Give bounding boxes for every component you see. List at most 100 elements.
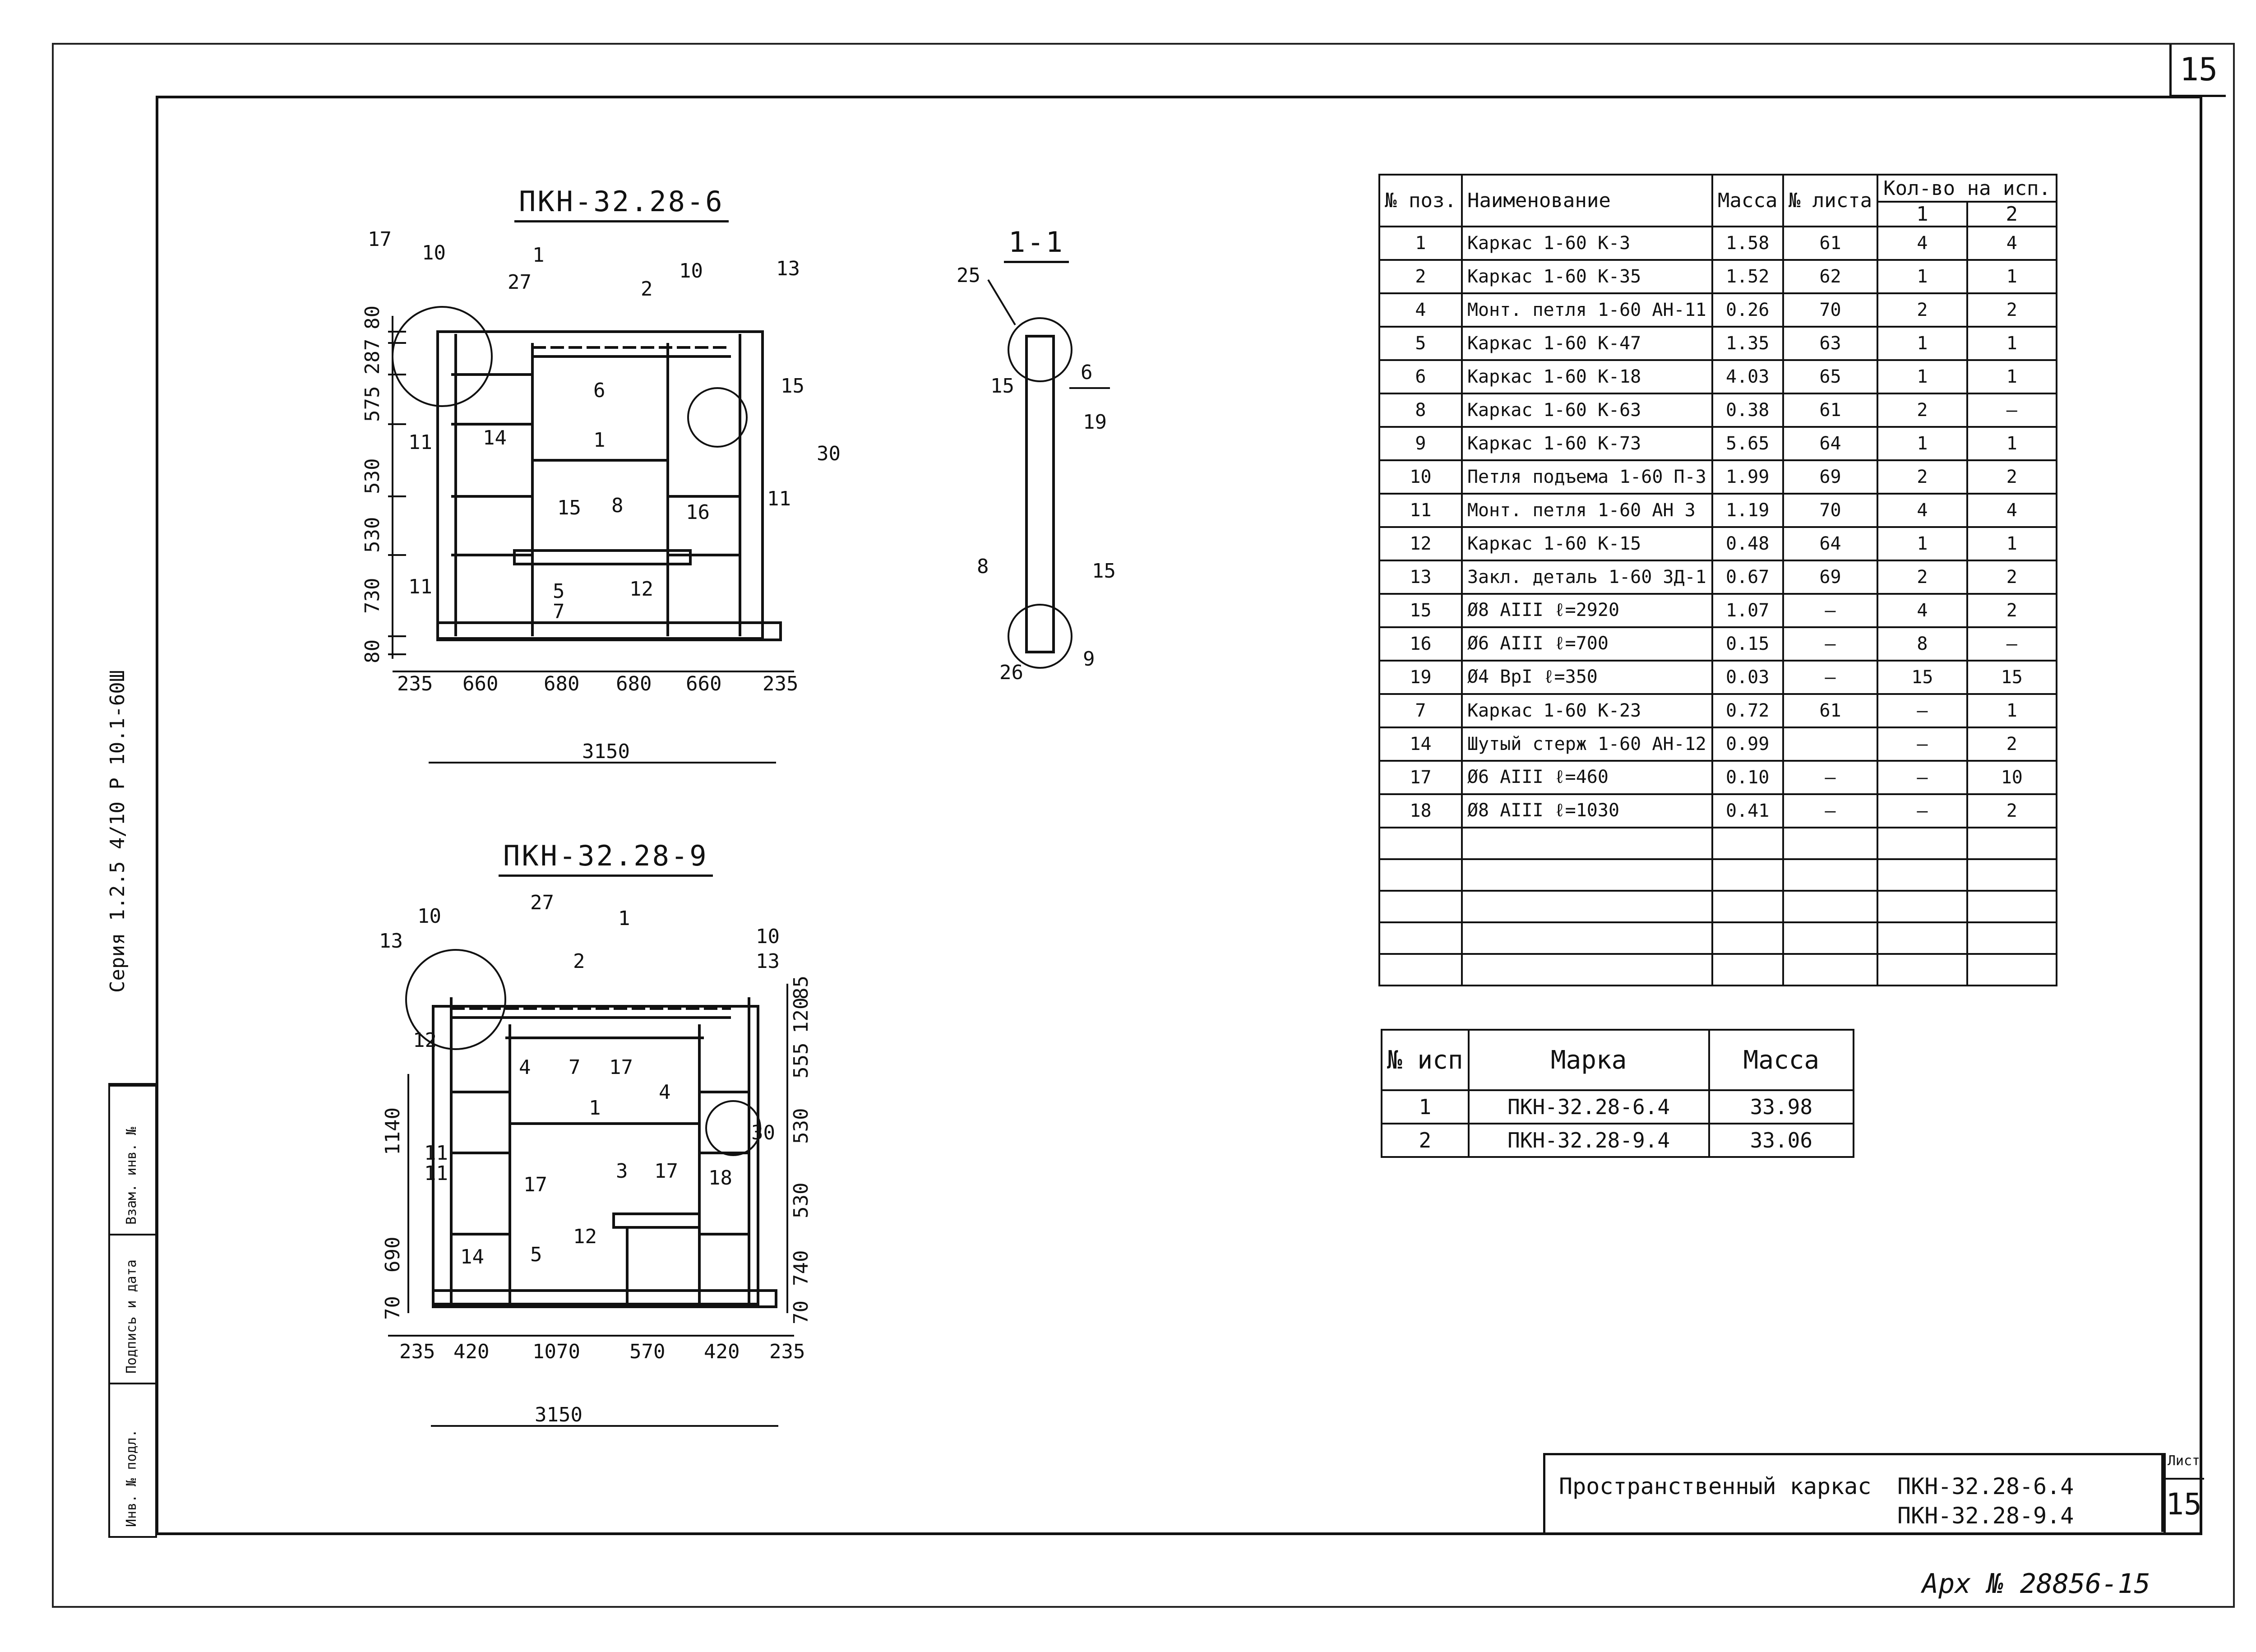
d2-callout: 10 [417,905,441,928]
d2-callout: 5 [530,1243,542,1266]
d1-dim-v-5: 730 [361,578,384,614]
section-callout: 6 [1081,361,1093,384]
drawing1-dim-labels: 235 660 680 680 660 235 3150 80 287 575 … [361,244,798,763]
drawing1-dims [388,316,794,764]
header-qty-1: 1 [1877,201,1968,227]
d1-callout: 2 [641,278,653,301]
d2-dim-v-left-2: 70 [381,1296,404,1320]
d2-callout: 11 [424,1162,448,1185]
d1-dim-h-1: 660 [462,672,498,695]
d1-callout: 5 [553,580,565,603]
d1-callout: 14 [483,426,507,449]
d2-dim-v-right-1: 120 [790,998,813,1033]
section-callout: 15 [990,375,1014,398]
d1-callout: 8 [611,494,624,517]
drawing1-callouts: 17 10 27 2 10 13 15 30 11 14 16 11 15 8 … [368,228,841,623]
d2-callout: 17 [609,1056,633,1079]
d1-dim-h-0: 235 [397,672,433,695]
d1-dim-h-2: 680 [544,672,579,695]
d1-section-mark: 1 [532,244,545,267]
d2-total-width: 3150 [535,1403,582,1426]
d1-dim-v-1: 287 [361,339,384,375]
d2-callout: 10 [756,925,780,948]
header-mass: Масса [1711,174,1784,227]
outer-frame [52,43,2235,1608]
title-block: Пространственный каркас ПКН-32.28-6.4 ПК… [1543,1453,2166,1534]
table-row-empty [1378,858,2058,892]
d2-dim-h-2: 1070 [532,1340,580,1363]
d2-callout: 4 [519,1056,531,1079]
d2-callout: 27 [530,891,554,914]
d2-callout: 12 [573,1225,597,1248]
d2-dim-v-left-0: 1140 [381,1107,404,1155]
title-block-line2: ПКН-32.28-9.4 [1897,1503,2074,1529]
drawing2-dims [388,984,794,1427]
section-callout: 9 [1083,648,1095,671]
section-callout: 26 [999,661,1023,684]
d2-dim-v-right-0: 85 [790,976,813,1000]
d2-dim-v-right-6: 70 [790,1300,813,1324]
d1-callout: 6 [593,379,606,402]
d1-dim-h-3: 680 [616,672,652,695]
d2-callout: 12 [413,1029,437,1052]
archive-number: Арх № 28856-15 [1922,1568,2150,1600]
d1-dim-h-5: 235 [763,672,798,695]
d1-callout: 15 [557,496,581,519]
d1-callout: 13 [776,257,800,280]
d2-callout: 18 [708,1166,732,1189]
drawing2-title: ПКН-32.28-9 [499,839,713,877]
d2-dim-h-3: 570 [629,1340,665,1363]
d1-dim-v-4: 530 [361,517,384,553]
d2-dim-h-4: 420 [704,1340,740,1363]
marka-header-marka: Марка [1467,1029,1710,1091]
d1-callout: 15 [781,375,804,398]
section-callout: 19 [1083,411,1107,434]
d1-callout: 12 [629,578,653,601]
table-row-empty [1378,827,2058,860]
d2-section-mark: 1 [618,907,630,930]
d2-callout: 17 [654,1160,678,1183]
d1-callout: 11 [767,487,791,510]
section-callout: 15 [1092,560,1116,583]
sheet-box: Лист 15 [2161,1453,2204,1532]
d1-callout: 16 [686,501,710,524]
header-qty: Кол-во на исп. [1877,174,2057,203]
sheet-number: 15 [2166,1487,2202,1522]
stamp-column: Взам. инв. № Подпись и дата Инв. № подл. [108,1083,157,1538]
header-sheet: № листа [1782,174,1879,227]
title-block-line1: ПКН-32.28-6.4 [1897,1473,2074,1499]
header-name: Наименование [1461,174,1713,227]
d1-dim-h-4: 660 [686,672,721,695]
d1-dim-v-6: 80 [361,639,384,663]
d2-dim-v-left-1: 690 [381,1237,404,1273]
d1-callout: 27 [508,271,532,294]
d2-callout: 1 [618,907,630,930]
section-callout: 8 [977,555,989,578]
header-qty-2: 2 [1966,201,2058,227]
section-callout: 25 [957,264,980,287]
d1-dim-v-2: 575 [361,386,384,422]
d2-callout: 2 [573,950,585,973]
d2-callout: 14 [460,1245,484,1268]
drawing2-dim-labels: 235 420 1070 570 420 235 3150 1140 690 7… [381,907,813,1426]
d1-callout: 17 [368,228,392,251]
d1-dim-v-0: 80 [361,305,384,329]
d1-callout: 11 [408,575,432,598]
page-number: 15 [2169,44,2226,97]
